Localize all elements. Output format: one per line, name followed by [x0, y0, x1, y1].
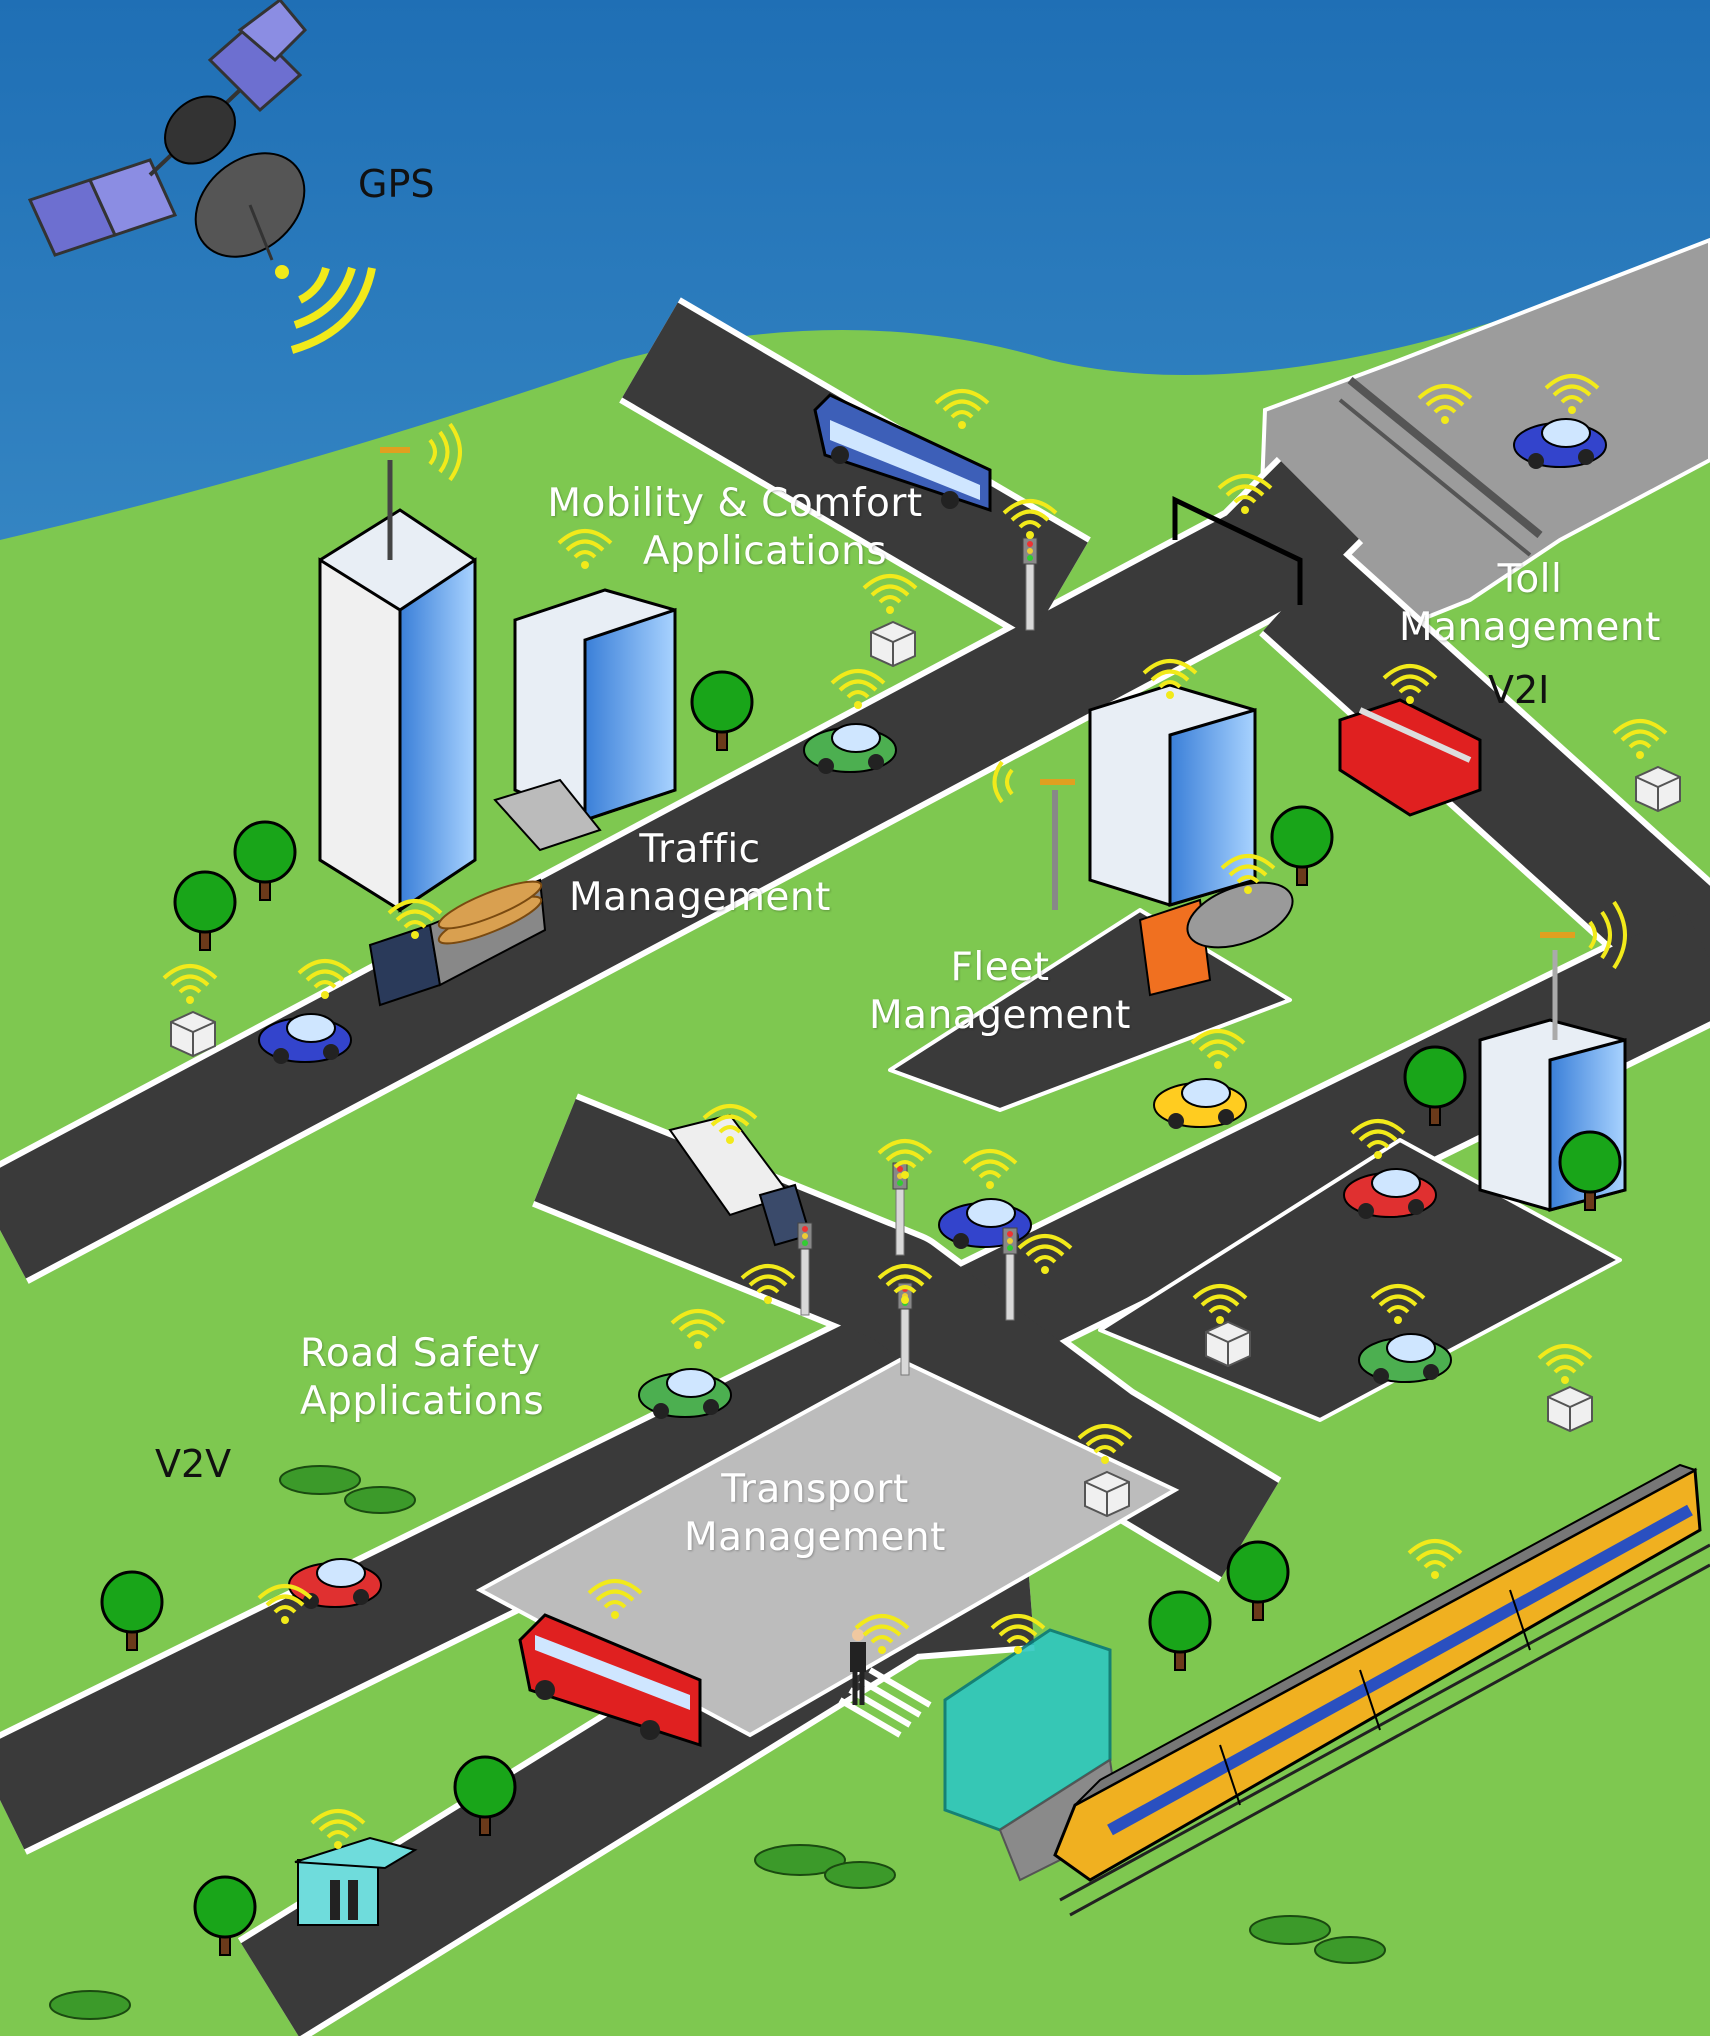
fleet-management-label: Fleet Management: [860, 944, 1140, 1040]
mobility-comfort-label: Mobility & Comfort Applications: [535, 480, 935, 576]
gps-label: GPS: [358, 162, 434, 206]
toll-management-line1: Toll: [1390, 556, 1670, 604]
sensor-box-icon: [1548, 1387, 1592, 1431]
transport-management-label: Transport Management: [675, 1466, 955, 1562]
road-safety-line2: Applications: [300, 1378, 580, 1426]
traffic-management-line1: Traffic: [560, 826, 840, 874]
sensor-box-icon: [871, 622, 915, 666]
v2v-label: V2V: [155, 1442, 231, 1486]
traffic-management-line2: Management: [560, 874, 840, 922]
road-safety-label: Road Safety Applications: [300, 1330, 580, 1426]
transport-management-line1: Transport: [675, 1466, 955, 1514]
sensor-box-icon: [171, 1012, 215, 1056]
v2i-label: V2I: [1488, 668, 1549, 712]
fleet-management-line2: Management: [860, 992, 1140, 1040]
road-safety-line1: Road Safety: [300, 1330, 580, 1378]
sensor-box-icon: [1206, 1322, 1250, 1366]
mobility-comfort-line1: Mobility & Comfort: [535, 480, 935, 528]
toll-management-label: Toll Management: [1390, 556, 1670, 652]
sensor-box-icon: [1085, 1472, 1129, 1516]
traffic-management-label: Traffic Management: [560, 826, 840, 922]
mobility-comfort-line2: Applications: [535, 528, 935, 576]
toll-management-line2: Management: [1390, 604, 1670, 652]
fleet-management-line1: Fleet: [860, 944, 1140, 992]
transport-management-line2: Management: [675, 1514, 955, 1562]
sensor-box-icon: [1636, 767, 1680, 811]
